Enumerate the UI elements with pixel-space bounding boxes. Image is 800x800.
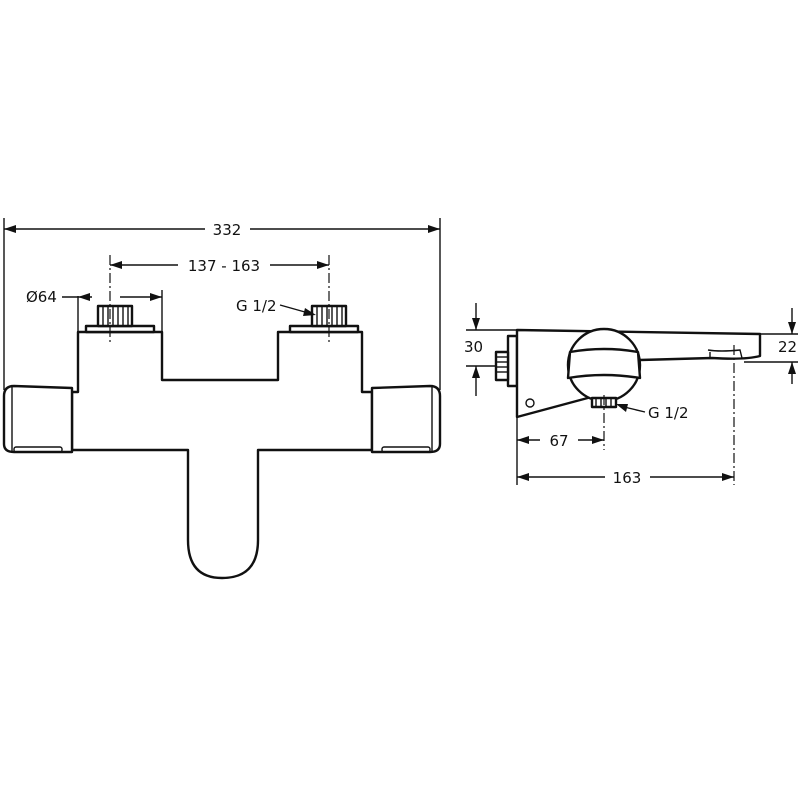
dimension-137-163-label: 137 - 163 [188,257,260,275]
dimension-67-label: 67 [549,432,568,450]
dimension-332: 332 [3,218,441,390]
dimension-22-label: 22 [778,338,797,356]
dimension-30-label: 30 [464,338,483,356]
dimension-diameter: Ø64 [26,288,163,332]
front-view: 332 137 - 163 Ø64 G 1/2 [2,218,442,580]
dimension-332-label: 332 [213,221,242,239]
dimension-137-163: 137 - 163 [110,257,329,275]
thread-label-side: G 1/2 [648,404,689,422]
thread-label-front: G 1/2 [236,297,277,315]
side-view: 30 22 G 1/2 67 [464,303,798,487]
right-handle [370,384,442,454]
left-handle-foot [13,446,63,453]
dimension-30: 30 [464,303,517,396]
side-vent-hole [525,398,535,408]
spout-detail [707,349,743,359]
thread-leader-front: G 1/2 [236,297,316,316]
dimension-22: 22 [744,308,798,384]
dimension-163-label: 163 [613,469,642,487]
right-connector [288,304,360,334]
thread-leader-side: G 1/2 [616,404,689,422]
dimension-163: 163 [517,469,734,487]
left-handle [2,384,74,454]
right-handle-foot [381,446,431,453]
mixer-body-outline [70,330,374,580]
diameter-label: Ø64 [26,288,57,306]
side-handle-band [566,347,642,380]
side-inlet-thread [494,350,510,382]
side-backplate [506,334,519,388]
dimension-67: 67 [516,417,604,485]
left-connector [84,304,156,334]
